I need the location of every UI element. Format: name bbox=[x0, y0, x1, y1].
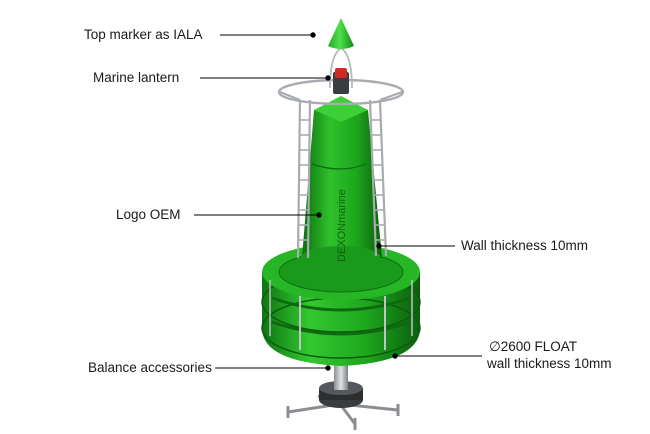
label-logo-oem: Logo OEM bbox=[116, 207, 181, 222]
logo-oem-text: DEXONmarine bbox=[336, 189, 348, 262]
balance-base bbox=[286, 364, 400, 430]
label-float-wall: wall thickness 10mm bbox=[487, 356, 612, 371]
leader-lines bbox=[194, 32, 482, 371]
tower-body bbox=[301, 96, 382, 270]
marine-lantern bbox=[329, 46, 353, 94]
label-float-diameter: ∅2600 FLOAT bbox=[489, 339, 578, 354]
top-marker-cone bbox=[328, 18, 354, 49]
label-balance-accessories: Balance accessories bbox=[88, 360, 212, 375]
label-wall-thickness: Wall thickness 10mm bbox=[461, 238, 589, 253]
label-top-marker: Top marker as IALA bbox=[84, 27, 203, 42]
label-marine-lantern: Marine lantern bbox=[93, 70, 180, 85]
